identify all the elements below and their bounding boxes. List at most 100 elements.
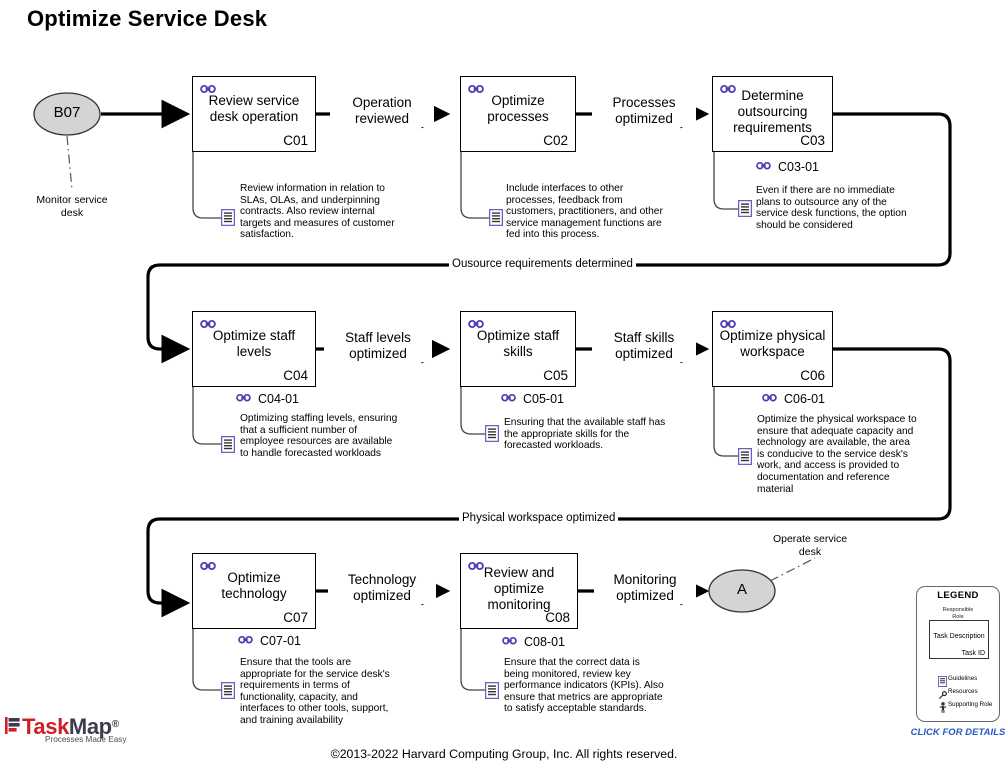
subtask-id-label: C07-01	[260, 634, 301, 648]
guideline-hook-c03	[713, 151, 738, 210]
logo-registered-mark: ®	[111, 719, 119, 730]
task-id: C06	[800, 368, 825, 383]
task-box-c08[interactable]: Review and optimize monitoring C08	[460, 553, 578, 629]
flow-label-staff-levels-optimized: Staff levels optimized	[324, 330, 432, 362]
legend-responsible-role-label: Responsible Role	[942, 607, 974, 620]
guideline-hook-c02	[460, 151, 489, 219]
page-title: Optimize Service Desk	[27, 6, 268, 31]
chain-link-icon	[238, 633, 253, 644]
task-guideline-text: Ensure that the tools are appropriate fo…	[240, 657, 390, 726]
end-connector-label[interactable]: A	[736, 581, 747, 598]
taskmap-wordmark: TaskMap®	[22, 714, 119, 740]
guidelines-doc-icon[interactable]	[484, 681, 500, 700]
logo-task-text: Task	[22, 714, 69, 739]
chain-link-icon	[756, 159, 771, 170]
task-box-c05[interactable]: Optimize staff skills C05	[460, 311, 576, 387]
click-for-details-link[interactable]: CLICK FOR DETAILS	[910, 726, 1006, 737]
copyright-notice: ©2013-2022 Harvard Computing Group, Inc.…	[330, 747, 678, 761]
end-connector-tail	[769, 557, 816, 582]
guideline-hook-c06	[713, 386, 738, 457]
subtask-id-label: C06-01	[784, 392, 825, 406]
taskmap-logo-mark-icon	[5, 717, 20, 734]
task-box-c01[interactable]: Review service desk operation C01	[192, 76, 316, 152]
guideline-hook-c04	[192, 386, 221, 445]
guideline-hook-c01	[192, 151, 221, 219]
task-id: C03	[800, 133, 825, 148]
chain-link-icon	[720, 81, 736, 93]
guidelines-doc-icon[interactable]	[484, 424, 500, 443]
task-guideline-text: Optimize the physical workspace to ensur…	[757, 414, 917, 495]
task-name: Optimize staff levels	[212, 328, 296, 359]
guidelines-doc-icon[interactable]	[220, 681, 236, 700]
subtask-id-label: C03-01	[778, 160, 819, 174]
task-box-c03[interactable]: Determine outsourcing requirements C03	[712, 76, 833, 152]
legend-task-description-label: Task Description	[933, 633, 985, 640]
task-id: C02	[543, 133, 568, 148]
chain-link-icon	[468, 81, 484, 93]
chain-link-icon	[468, 558, 484, 570]
chain-link-icon	[200, 558, 216, 570]
flow-label-technology-optimized: Technology optimized	[328, 572, 436, 604]
guidelines-doc-icon[interactable]	[220, 435, 236, 454]
task-guideline-text: Review information in relation to SLAs, …	[240, 183, 395, 241]
chain-link-icon	[468, 316, 484, 328]
task-name: Optimize staff skills	[476, 328, 560, 359]
legend-task-box: Task Description Task ID	[929, 620, 989, 659]
task-guideline-text: Even if there are no immediate plans to …	[756, 185, 907, 231]
task-guideline-text: Ensure that the correct data is being mo…	[504, 657, 664, 715]
legend-title: LEGEND	[937, 590, 979, 601]
subtask-id-c05-01[interactable]: C05-01	[501, 391, 564, 406]
chain-link-icon	[200, 316, 216, 328]
start-connector-tail	[66, 135, 73, 191]
subtask-id-c06-01[interactable]: C06-01	[762, 391, 825, 406]
chain-link-icon	[762, 391, 777, 402]
chain-link-icon	[502, 634, 517, 645]
chain-link-icon	[501, 391, 516, 402]
guideline-hook-c08	[460, 628, 485, 691]
legend-panel[interactable]: LEGEND Responsible Role Task Description…	[916, 586, 1000, 722]
task-name: Optimize physical workspace	[719, 328, 826, 359]
task-box-c07[interactable]: Optimize technology C07	[192, 553, 316, 629]
end-connector-caption: Operate service desk	[772, 533, 848, 558]
task-name: Optimize processes	[487, 93, 549, 124]
task-box-c02[interactable]: Optimize processes C02	[460, 76, 576, 152]
task-guideline-text: Optimizing staffing levels, ensuring tha…	[240, 413, 398, 459]
task-id: C05	[543, 368, 568, 383]
supporting-role-person-icon	[939, 700, 947, 713]
task-name: Review and optimize monitoring	[483, 565, 555, 612]
task-id: C04	[283, 368, 308, 383]
task-name: Review service desk operation	[208, 93, 300, 124]
task-id: C07	[283, 610, 308, 625]
subtask-id-c08-01[interactable]: C08-01	[502, 634, 565, 649]
task-id: C08	[545, 610, 570, 625]
flow-label-staff-skills-optimized: Staff skills optimized	[592, 330, 696, 362]
start-connector-caption: Monitor service desk	[36, 194, 108, 219]
task-box-c06[interactable]: Optimize physical workspace C06	[712, 311, 833, 387]
flow-label-monitoring-optimized: Monitoring optimized	[594, 572, 696, 604]
flow-label-operation-reviewed: Operation reviewed	[330, 95, 434, 127]
subtask-id-c07-01[interactable]: C07-01	[238, 633, 301, 648]
start-connector-label[interactable]: B07	[53, 104, 81, 121]
subtask-id-label: C08-01	[524, 635, 565, 649]
guideline-hook-c05	[460, 386, 485, 435]
guidelines-doc-icon	[937, 674, 948, 688]
task-name: Optimize technology	[221, 570, 287, 601]
guidelines-doc-icon[interactable]	[488, 208, 504, 227]
guidelines-doc-icon[interactable]	[220, 208, 236, 227]
logo-map-text: Map	[68, 714, 112, 739]
guidelines-doc-icon[interactable]	[737, 199, 753, 218]
flow-label-processes-optimized: Processes optimized	[592, 95, 696, 127]
guidelines-doc-icon[interactable]	[737, 447, 753, 466]
legend-item-supporting-role: Supporting Role	[948, 701, 993, 708]
chain-link-icon	[200, 81, 216, 93]
subtask-id-c03-01[interactable]: C03-01	[756, 159, 819, 174]
chain-link-icon	[236, 391, 251, 402]
legend-item-guidelines: Guidelines	[948, 675, 978, 682]
legend-item-resources: Resources	[948, 688, 978, 695]
guideline-hook-c07	[192, 628, 221, 691]
resources-wrench-icon	[938, 687, 947, 700]
legend-task-id-label: Task ID	[961, 650, 985, 657]
subtask-id-c04-01[interactable]: C04-01	[236, 391, 299, 406]
task-box-c04[interactable]: Optimize staff levels C04	[192, 311, 316, 387]
